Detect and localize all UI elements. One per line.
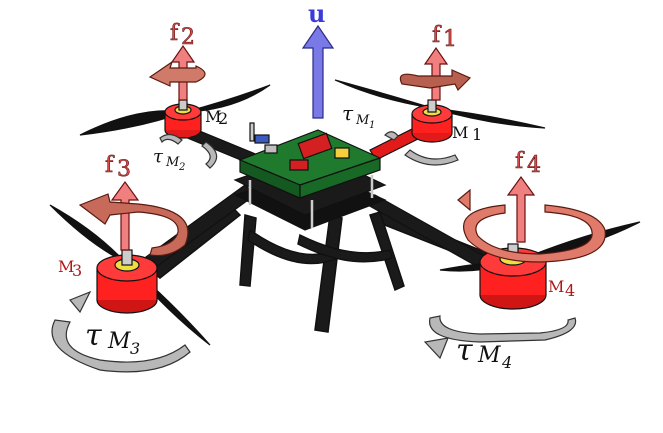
svg-text:4: 4 xyxy=(501,353,512,372)
motor-label-m1: M 1 xyxy=(452,123,482,144)
svg-text:M: M xyxy=(477,343,501,368)
svg-text:M: M xyxy=(165,155,180,170)
svg-text:1: 1 xyxy=(472,125,482,144)
rotation-arrow-f4 xyxy=(463,204,606,263)
thrust-arrow-u xyxy=(301,24,335,119)
svg-text:M: M xyxy=(205,107,221,126)
force-label-f2: f 2 xyxy=(170,21,196,51)
svg-text:f: f xyxy=(515,149,525,174)
svg-text:4: 4 xyxy=(565,281,575,300)
svg-text:f: f xyxy=(105,153,115,178)
torque-arrow-m2 xyxy=(201,141,218,169)
svg-text:1: 1 xyxy=(443,27,457,52)
motor-2 xyxy=(79,84,271,139)
torque-label-m2: τ M 2 xyxy=(153,146,185,173)
torque-arrows xyxy=(51,131,577,373)
torque-label-m1: τ M 1 xyxy=(342,101,375,131)
svg-text:3: 3 xyxy=(117,157,131,182)
svg-text:M: M xyxy=(58,257,74,276)
torque-arrow-m3 xyxy=(51,319,191,373)
svg-text:M: M xyxy=(355,113,370,128)
svg-text:f: f xyxy=(432,23,442,48)
force-arrow-f4 xyxy=(506,175,536,243)
torque-arrow-m1 xyxy=(404,149,459,166)
rotation-arrow-f1 xyxy=(399,69,472,92)
rotation-arrows xyxy=(78,60,606,263)
force-label-f1: f 1 xyxy=(432,23,458,53)
svg-text:4: 4 xyxy=(527,153,541,178)
svg-text:M: M xyxy=(452,123,468,142)
svg-text:f: f xyxy=(170,21,180,46)
force-arrow-f3 xyxy=(110,180,140,251)
svg-text:M: M xyxy=(107,329,131,354)
thrust-label-u: u xyxy=(308,0,325,28)
svg-text:2: 2 xyxy=(218,109,228,128)
motor-label-m2: M 2 xyxy=(205,107,228,128)
torque-label-m4: τ M 4 xyxy=(456,333,512,372)
svg-text:1: 1 xyxy=(369,120,375,131)
torque-label-m3: τ M 3 xyxy=(85,318,140,358)
svg-text:2: 2 xyxy=(181,25,195,50)
force-label-f4: f 4 xyxy=(515,149,542,179)
force-arrow-f1 xyxy=(423,46,449,101)
rotation-arrow-f2 xyxy=(148,60,206,87)
motor-1 xyxy=(334,79,546,143)
svg-text:3: 3 xyxy=(72,261,82,280)
svg-text:M: M xyxy=(548,277,564,296)
force-label-f3: f 3 xyxy=(105,153,132,183)
svg-text:τ: τ xyxy=(456,333,473,368)
svg-text:τ: τ xyxy=(342,101,354,125)
motor-label-m4: M 4 xyxy=(548,277,575,300)
motor-label-m3: M 3 xyxy=(58,257,82,280)
rotation-arrow-f3 xyxy=(78,193,189,257)
svg-text:2: 2 xyxy=(178,162,185,173)
svg-text:τ: τ xyxy=(153,146,164,167)
flight-controller-body xyxy=(233,122,387,231)
svg-text:3: 3 xyxy=(130,339,140,358)
motor-3 xyxy=(49,204,211,346)
torque-arrow-m4 xyxy=(429,315,577,343)
svg-text:τ: τ xyxy=(85,318,102,353)
